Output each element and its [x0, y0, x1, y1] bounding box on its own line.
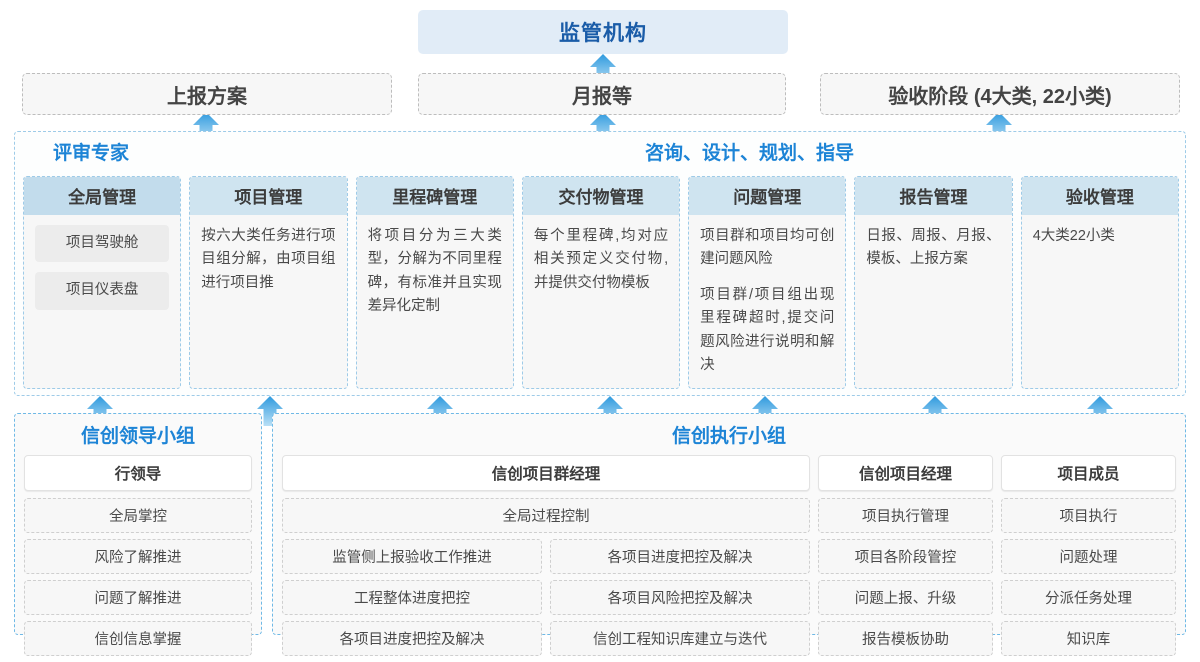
management-column: 全局管理项目驾驶舱项目仪表盘 [23, 176, 182, 389]
management-column-title: 交付物管理 [522, 177, 680, 215]
management-paragraph: 日报、周报、月报、模板、上报方案 [866, 228, 1001, 268]
management-paragraph: 将项目分为三大类型，分解为不同里程碑，有标准并且实现差异化定制 [367, 228, 502, 315]
management-column-title: 全局管理 [24, 177, 181, 215]
management-pill: 项目驾驶舱 [35, 225, 170, 263]
management-column: 项目管理按六大类任务进行项目组分解，由项目组进行项目推 [189, 176, 348, 389]
program-manager-tasks-left: 监管侧上报验收工作推进工程整体进度把控各项目进度把控及解决 [282, 539, 542, 662]
management-column: 问题管理项目群和项目均可创建问题风险项目群/项目组出现里程碑超时,提交问题风险进… [688, 176, 847, 389]
management-column-body: 4大类22小类 [1022, 215, 1178, 388]
management-columns: 全局管理项目驾驶舱项目仪表盘项目管理按六大类任务进行项目组分解，由项目组进行项目… [23, 176, 1179, 389]
project-member-task-list: 项目执行问题处理分派任务处理知识库 [1001, 498, 1176, 656]
management-column-body: 每个里程碑,均对应相关预定义交付物,并提供交付物模板 [523, 215, 679, 388]
management-pill: 项目仪表盘 [35, 272, 170, 310]
management-column: 里程碑管理将项目分为三大类型，分解为不同里程碑，有标准并且实现差异化定制 [355, 176, 514, 389]
program-manager-task-split: 监管侧上报验收工作推进工程整体进度把控各项目进度把控及解决 各项目进度把控及解决… [282, 539, 810, 662]
management-column-body: 项目群和项目均可创建问题风险项目群/项目组出现里程碑超时,提交问题风险进行说明和… [689, 215, 845, 388]
program-manager-tasks-right: 各项目进度把控及解决各项目风险把控及解决信创工程知识库建立与迭代 [550, 539, 810, 662]
leadership-group-title: 信创领导小组 [80, 426, 195, 447]
management-panel: 评审专家 咨询、设计、规划、指导 全局管理项目驾驶舱项目仪表盘项目管理按六大类任… [14, 131, 1186, 396]
project-manager-column: 信创项目经理 项目执行管理项目各阶段管控问题上报、升级报告模板协助 [818, 455, 993, 662]
project-manager-task-list: 项目执行管理项目各阶段管控问题上报、升级报告模板协助 [818, 498, 993, 656]
management-column-body: 项目驾驶舱项目仪表盘 [24, 215, 180, 388]
task-item: 各项目进度把控及解决 [282, 621, 542, 656]
report-box-acceptance: 验收阶段 (4大类, 22小类) [820, 73, 1180, 115]
task-item: 报告模板协助 [818, 621, 993, 656]
project-member-column: 项目成员 项目执行问题处理分派任务处理知识库 [1001, 455, 1176, 662]
task-item: 各项目进度把控及解决 [550, 539, 810, 574]
task-item: 分派任务处理 [1001, 580, 1176, 615]
task-item: 风险了解推进 [24, 539, 252, 574]
management-column-body: 按六大类任务进行项目组分解，由项目组进行项目推 [190, 215, 346, 388]
task-item: 项目执行管理 [818, 498, 993, 533]
management-column: 交付物管理每个里程碑,均对应相关预定义交付物,并提供交付物模板 [521, 176, 681, 389]
program-manager-column: 信创项目群经理 全局过程控制 监管侧上报验收工作推进工程整体进度把控各项目进度把… [282, 455, 810, 662]
role-bank-leader: 行领导 [24, 455, 252, 491]
management-panel-header: 评审专家 咨询、设计、规划、指导 [15, 132, 1185, 170]
management-column-title: 验收管理 [1021, 177, 1178, 215]
management-column-title: 项目管理 [190, 177, 347, 215]
consulting-label: 咨询、设计、规划、指导 [645, 143, 855, 164]
management-column-title: 问题管理 [689, 177, 846, 215]
task-item: 全局过程控制 [282, 498, 810, 533]
task-item: 监管侧上报验收工作推进 [282, 539, 542, 574]
task-item: 项目各阶段管控 [818, 539, 993, 574]
report-box-monthly: 月报等 [418, 73, 786, 115]
leadership-task-list: 全局掌控风险了解推进问题了解推进信创信息掌握 [24, 498, 252, 656]
task-item: 问题了解推进 [24, 580, 252, 615]
task-item: 工程整体进度把控 [282, 580, 542, 615]
role-project-member: 项目成员 [1001, 455, 1176, 491]
review-experts-label: 评审专家 [53, 143, 130, 164]
task-item: 问题上报、升级 [818, 580, 993, 615]
role-project-manager: 信创项目经理 [818, 455, 993, 491]
management-column-title: 里程碑管理 [356, 177, 513, 215]
execution-group-title: 信创执行小组 [671, 426, 786, 447]
report-box-plan: 上报方案 [22, 73, 392, 115]
regulator-box: 监管机构 [418, 10, 788, 54]
task-item: 问题处理 [1001, 539, 1176, 574]
execution-role-columns: 信创项目群经理 全局过程控制 监管侧上报验收工作推进工程整体进度把控各项目进度把… [282, 455, 1176, 662]
management-paragraph: 按六大类任务进行项目组分解，由项目组进行项目推 [201, 228, 336, 291]
execution-group: 信创执行小组 信创项目群经理 全局过程控制 监管侧上报验收工作推进工程整体进度把… [272, 413, 1186, 656]
task-item: 全局掌控 [24, 498, 252, 533]
management-column-body: 日报、周报、月报、模板、上报方案 [855, 215, 1011, 388]
role-program-manager: 信创项目群经理 [282, 455, 810, 491]
management-column: 验收管理 4大类22小类 [1020, 176, 1179, 389]
task-item: 知识库 [1001, 621, 1176, 656]
leadership-group: 信创领导小组 行领导 全局掌控风险了解推进问题了解推进信创信息掌握 [14, 413, 262, 656]
management-paragraph: 每个里程碑,均对应相关预定义交付物,并提供交付物模板 [533, 228, 669, 291]
management-paragraph: 项目群/项目组出现里程碑超时,提交问题风险进行说明和解决 [700, 286, 835, 374]
management-paragraph: 项目群和项目均可创建问题风险 [700, 228, 835, 268]
task-item: 信创信息掌握 [24, 621, 252, 656]
management-column-body: 将项目分为三大类型，分解为不同里程碑，有标准并且实现差异化定制 [357, 215, 513, 388]
task-item: 信创工程知识库建立与迭代 [550, 621, 810, 656]
task-item: 各项目风险把控及解决 [550, 580, 810, 615]
task-item: 项目执行 [1001, 498, 1176, 533]
management-column: 报告管理日报、周报、月报、模板、上报方案 [854, 176, 1013, 389]
management-column-title: 报告管理 [855, 177, 1012, 215]
management-paragraph: 4大类22小类 [1032, 228, 1115, 244]
